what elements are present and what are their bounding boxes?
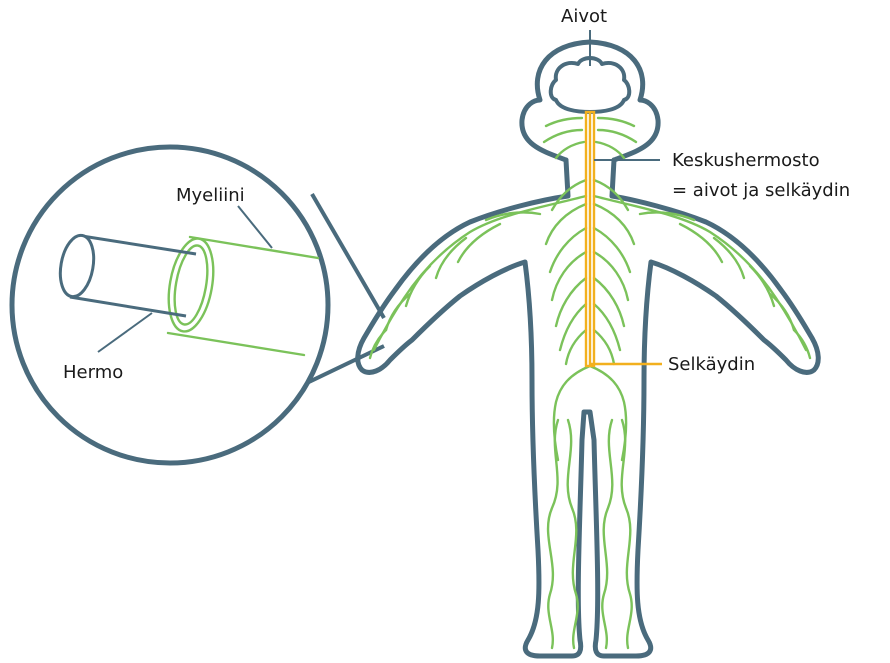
spinal-cord — [586, 112, 594, 366]
brain-shape — [551, 58, 630, 112]
human-body — [358, 42, 819, 656]
cns-label-line2: = aivot ja selkäydin — [672, 180, 850, 201]
magnified-nerve-inset: Myeliini Hermo — [12, 147, 384, 463]
cns-label-line1: Keskushermosto — [672, 150, 820, 171]
myelin-label: Myeliini — [176, 185, 245, 206]
brain-label: Aivot — [561, 6, 607, 27]
torso-limbs-outline — [358, 160, 819, 656]
spinal-cord-label: Selkäydin — [668, 354, 755, 375]
nerve-label: Hermo — [63, 362, 123, 383]
